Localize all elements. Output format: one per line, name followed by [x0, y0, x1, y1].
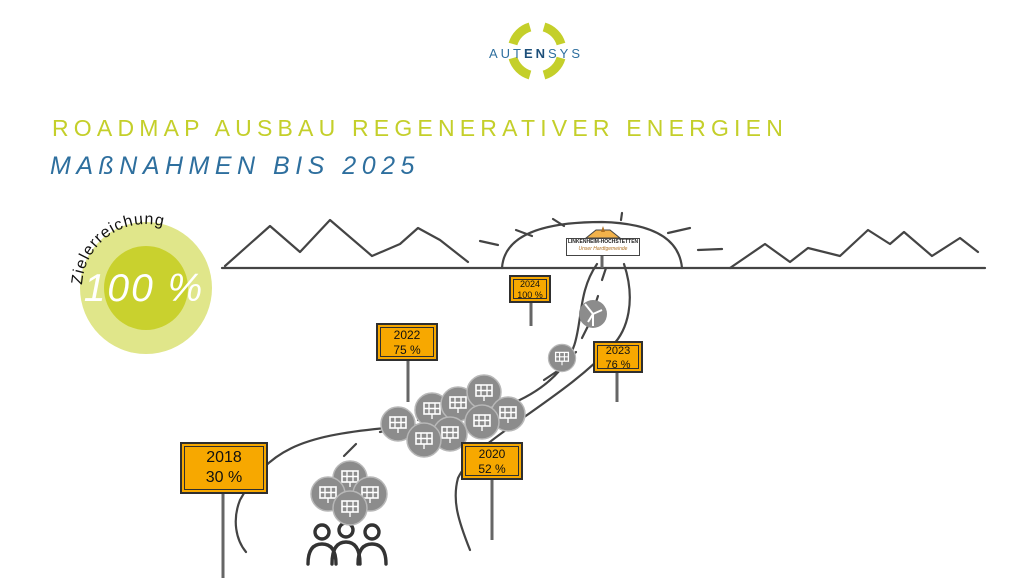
milestone-percent: 75 % — [378, 343, 436, 358]
town-sign-name: LINKENHEIM-HOCHSTETTEN — [567, 239, 639, 246]
wind-turbine-icon — [579, 300, 607, 328]
town-sign-slogan: Unser Hardtgemeinde — [567, 246, 639, 253]
milestone-percent: 100 % — [511, 290, 549, 301]
milestone-sign-2020: 2020 52 % — [461, 442, 523, 480]
milestone-percent: 52 % — [463, 462, 521, 477]
milestone-year: 2024 — [511, 279, 549, 290]
milestone-sign-2022: 2022 75 % — [376, 323, 438, 361]
town-hall-icon — [566, 226, 640, 238]
solar-panel-icon-cluster-small — [311, 461, 387, 525]
town-sign: LINKENHEIM-HOCHSTETTEN Unser Hardtgemein… — [566, 226, 640, 256]
milestone-percent: 76 % — [595, 359, 641, 373]
milestone-sign-2018: 2018 30 % — [180, 442, 268, 494]
milestone-sign-2023: 2023 76 % — [593, 341, 643, 373]
milestone-year: 2018 — [182, 448, 266, 468]
milestone-percent: 30 % — [182, 468, 266, 488]
milestone-year: 2022 — [378, 328, 436, 343]
milestone-year: 2023 — [595, 345, 641, 359]
milestone-year: 2020 — [463, 447, 521, 462]
milestone-sign-2024: 2024 100 % — [509, 275, 551, 303]
solar-panel-icon — [548, 344, 575, 371]
